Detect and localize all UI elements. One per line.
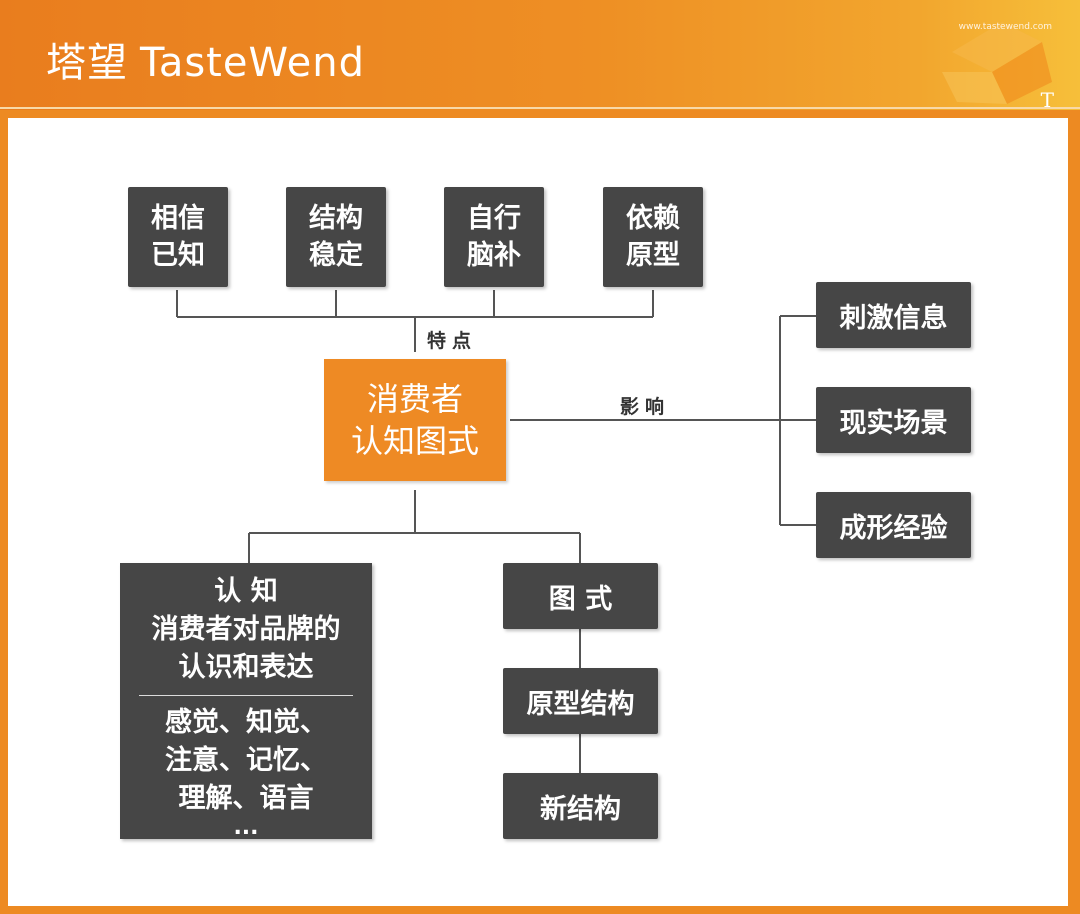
brand-logo: 塔望 TasteWend	[46, 30, 365, 88]
header-banner: 塔望 TasteWend www.tastewend.com T	[0, 0, 1080, 112]
cognition-items-line1: 感觉、知觉、	[165, 707, 327, 738]
feature-box-stable-structure: 结构稳定	[286, 187, 386, 287]
header-divider	[0, 107, 1080, 109]
schema-box: 图 式	[503, 563, 658, 629]
feature-text: 稳定	[309, 240, 363, 271]
features-label: 特点	[427, 330, 478, 352]
feature-box-prototype: 依赖原型	[603, 187, 703, 287]
prototype-structure-box: 原型结构	[503, 668, 658, 734]
cognition-box: 认 知 消费者对品牌的 认识和表达 感觉、知觉、 注意、记忆、 理解、语言 ..…	[120, 563, 372, 839]
brand-name-en: TasteWend	[140, 40, 366, 86]
feature-text: 已知	[151, 240, 205, 271]
influence-label: 影响	[620, 396, 671, 418]
cognition-desc-line2: 认识和表达	[178, 652, 314, 683]
corner-decoration	[942, 22, 1052, 104]
cognition-items-line2: 注意、记忆、	[165, 745, 327, 776]
feature-box-believe-known: 相信已知	[128, 187, 228, 287]
feature-text: 结构	[309, 203, 363, 234]
brand-name-cn: 塔望	[46, 40, 128, 86]
center-text-line1: 消费者	[366, 380, 463, 418]
cognition-title: 认 知	[214, 576, 278, 607]
influence-box-experience: 成形经验	[816, 492, 971, 558]
cognition-desc-line1: 消费者对品牌的	[151, 614, 341, 645]
new-structure-box: 新结构	[503, 773, 658, 839]
website-url: www.tastewend.com	[958, 22, 1052, 32]
feature-text: 自行	[467, 203, 521, 234]
center-text-line2: 认知图式	[350, 422, 479, 460]
feature-box-self-fill: 自行脑补	[444, 187, 544, 287]
influence-box-scene: 现实场景	[816, 387, 971, 453]
cognition-items-ellipsis: ...	[233, 815, 259, 840]
center-node: 消费者 认知图式	[324, 359, 506, 481]
cognition-items-line3: 理解、语言	[178, 783, 314, 814]
feature-text: 脑补	[467, 240, 521, 271]
corner-t-mark: T	[1040, 88, 1054, 112]
feature-text: 原型	[626, 240, 680, 271]
influence-box-stimulus: 刺激信息	[816, 282, 971, 348]
cognition-divider	[139, 695, 353, 696]
feature-text: 相信	[151, 203, 205, 234]
feature-text: 依赖	[626, 203, 680, 234]
